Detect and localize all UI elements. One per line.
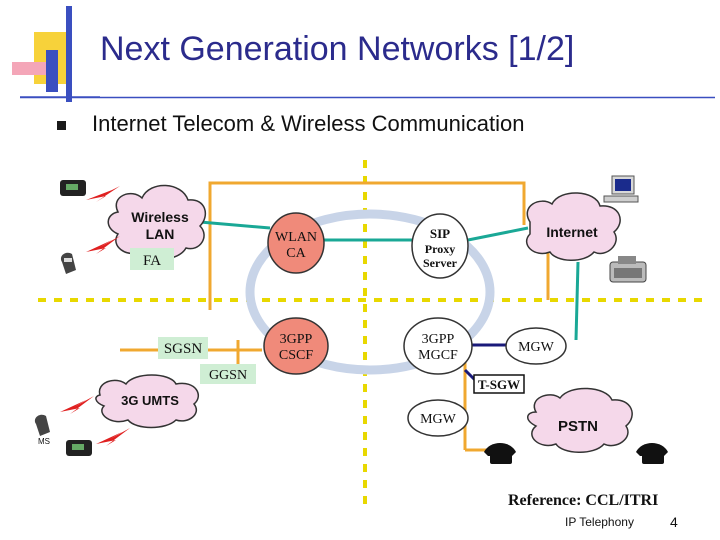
wireless-lan-cloud: Wireless LAN FA xyxy=(107,184,207,270)
bullet-text: Internet Telecom & Wireless Communicatio… xyxy=(92,111,525,136)
teal-links xyxy=(199,220,580,341)
telephone-icon xyxy=(484,443,516,464)
svg-text:T-SGW: T-SGW xyxy=(478,377,520,392)
3gpp-mgcf-node: 3GPP MGCF xyxy=(403,317,473,375)
mobile-phone-icon-2 xyxy=(34,414,50,436)
svg-text:SIP: SIP xyxy=(430,226,450,241)
svg-text:MGW: MGW xyxy=(518,340,555,355)
3g-umts-cloud: 3G UMTS xyxy=(95,374,199,429)
slide-decoration xyxy=(12,6,100,102)
internet-cloud: Internet xyxy=(525,192,621,261)
svg-text:PSTN: PSTN xyxy=(558,418,598,435)
wireless-lan-label: Wireless xyxy=(131,209,189,225)
bullet-marker xyxy=(57,121,66,130)
orange-backbone xyxy=(120,181,610,452)
core-ring xyxy=(245,209,495,375)
svg-text:SGSN: SGSN xyxy=(164,341,203,357)
telephone-icon-2 xyxy=(636,443,668,464)
svg-text:3GPP: 3GPP xyxy=(280,332,313,347)
wlan-ca-node: WLAN CA xyxy=(267,212,325,274)
svg-text:CSCF: CSCF xyxy=(279,348,313,363)
title-underline xyxy=(20,96,715,99)
mgw-bottom-node: MGW xyxy=(407,399,469,437)
svg-text:CA: CA xyxy=(286,246,306,261)
mgw-right-node: MGW xyxy=(505,327,567,365)
svg-text:3GPP: 3GPP xyxy=(422,332,455,347)
svg-text:Server: Server xyxy=(423,256,458,270)
fax-icon xyxy=(609,256,647,283)
sip-proxy-node: SIP Proxy Server xyxy=(411,213,469,279)
ms-label: MS xyxy=(38,437,50,446)
computer-icon xyxy=(603,175,639,203)
svg-text:Proxy: Proxy xyxy=(425,242,455,256)
svg-text:GGSN: GGSN xyxy=(209,368,247,383)
page-number: 4 xyxy=(670,514,678,530)
svg-text:Internet: Internet xyxy=(546,224,598,240)
t-sgw-node: T-SGW xyxy=(473,374,525,394)
3gpp-cscf-node: 3GPP CSCF xyxy=(263,317,329,375)
svg-text:MGCF: MGCF xyxy=(418,348,458,363)
svg-text:MGW: MGW xyxy=(420,412,457,427)
ggsn-node: GGSN xyxy=(200,364,256,384)
fa-label: FA xyxy=(143,253,161,269)
sgsn-node: SGSN xyxy=(158,337,208,359)
page-title: Next Generation Networks [1/2] xyxy=(100,30,575,68)
wireless-lan-label-2: LAN xyxy=(146,226,175,242)
fa-box xyxy=(130,248,174,270)
svg-text:3G UMTS: 3G UMTS xyxy=(121,393,179,408)
reference-text: Reference: CCL/ITRI xyxy=(508,492,659,509)
phone-icon xyxy=(60,180,86,196)
mobile-phone-icon xyxy=(60,252,76,274)
footer-text: IP Telephony xyxy=(565,515,634,529)
phone-icon-2 xyxy=(66,440,92,456)
svg-text:WLAN: WLAN xyxy=(275,230,317,245)
pstn-cloud: PSTN xyxy=(527,387,633,453)
wireless-signals xyxy=(60,186,130,446)
